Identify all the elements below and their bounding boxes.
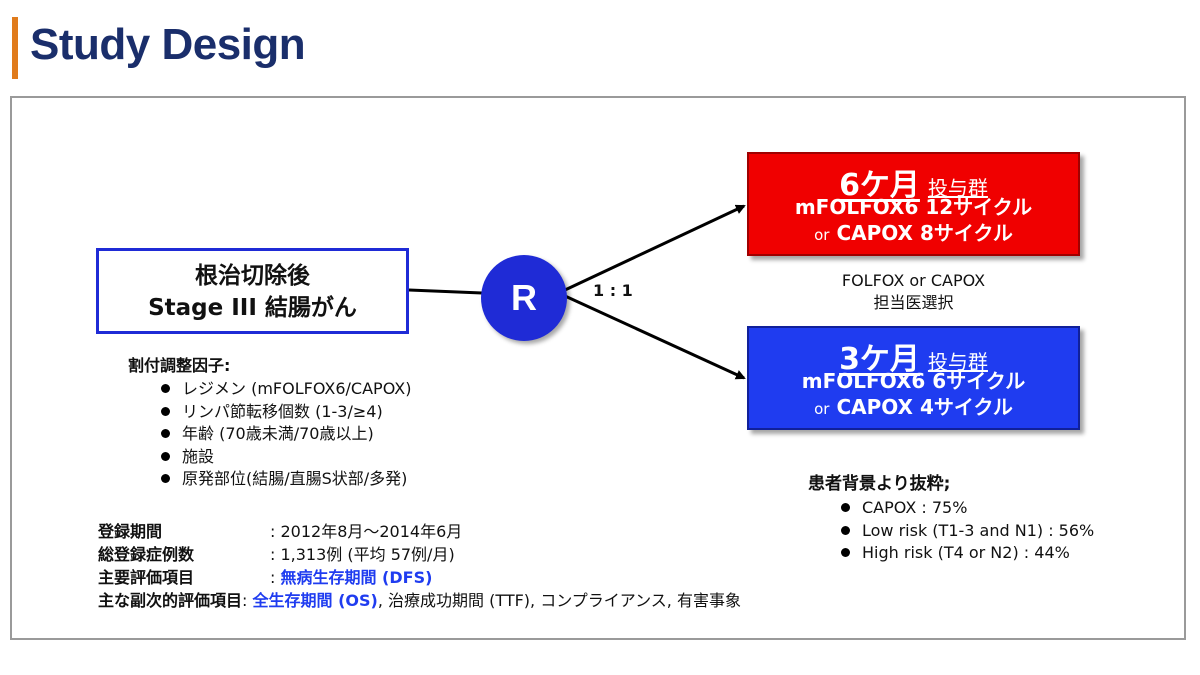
regimen-choice-line2: 担当医選択 bbox=[873, 293, 954, 312]
primary-endpoint-value: 無病生存期間 (DFS) bbox=[280, 568, 433, 587]
arm-3-month-folfox: mFOLFOX6 6サイクル bbox=[801, 369, 1026, 393]
bullet-icon bbox=[161, 451, 170, 461]
secondary-endpoint-row: 主な副次的評価項目: 全生存期間 (OS), 治療成功期間 (TTF), コンプ… bbox=[98, 591, 741, 610]
arm-6-month-folfox: mFOLFOX6 12サイクル bbox=[794, 195, 1033, 219]
regimen-choice-note: FOLFOX or CAPOX 担当医選択 bbox=[747, 270, 1080, 314]
total-enrollment-row: 総登録症例数 : 1,313例 (平均 57例/月) bbox=[98, 543, 741, 566]
primary-endpoint-row: 主要評価項目: 無病生存期間 (DFS) bbox=[98, 568, 433, 587]
allocation-ratio: 1 : 1 bbox=[593, 281, 633, 300]
study-info: 登録期間 : 2012年8月～2014年6月 総登録症例数 : 1,313例 (平均… bbox=[98, 520, 741, 612]
enrollment-period-label: 登録期間 bbox=[98, 522, 163, 541]
secondary-endpoint-label: 主な副次的評価項目 bbox=[98, 591, 243, 610]
arm-3-month-box: 3ケ月投与群 mFOLFOX6 6サイクル or CAPOX 4サイクル bbox=[747, 326, 1080, 430]
stratification-heading: 割付調整因子: bbox=[128, 356, 231, 375]
list-item: High risk (T4 or N2) : 44% bbox=[841, 542, 1094, 565]
patient-background: 患者背景より抜粋; CAPOX : 75% Low risk (T1-3 and… bbox=[808, 469, 1094, 565]
list-item: リンパ節転移個数 (1-3/≥4) bbox=[161, 401, 411, 424]
arm-6-month-group: 投与群 bbox=[927, 176, 988, 200]
arm-3-month-capox: CAPOX 4サイクル bbox=[836, 395, 1013, 419]
bullet-icon bbox=[161, 406, 170, 416]
stratification-factors: 割付調整因子: レジメン (mFOLFOX6/CAPOX) リンパ節転移個数 (… bbox=[128, 352, 411, 491]
list-item: Low risk (T1-3 and N1) : 56% bbox=[841, 520, 1094, 543]
arm-6-month-box: 6ケ月投与群 mFOLFOX6 12サイクル or CAPOX 8サイクル bbox=[747, 152, 1080, 256]
list-item: 年齢 (70歳未満/70歳以上) bbox=[161, 423, 411, 446]
arm-3-month-group: 投与群 bbox=[927, 350, 988, 374]
arrow-to-3-month-arm bbox=[564, 294, 746, 380]
title-accent-bar bbox=[12, 17, 18, 79]
secondary-endpoint-rest: , 治療成功期間 (TTF), コンプライアンス, 有害事象 bbox=[377, 591, 741, 610]
total-enrollment-label: 総登録症例数 bbox=[98, 545, 195, 564]
list-item: レジメン (mFOLFOX6/CAPOX) bbox=[161, 378, 411, 401]
arrow-to-6-month-arm bbox=[564, 204, 746, 292]
bullet-icon bbox=[161, 474, 170, 483]
population-line1: 根治切除後 bbox=[195, 263, 310, 289]
arm-6-month-capox: CAPOX 8サイクル bbox=[836, 221, 1013, 245]
enrollment-period-value: : 2012年8月～2014年6月 bbox=[270, 522, 463, 541]
population-box: 根治切除後 Stage III 結腸がん bbox=[96, 248, 409, 334]
bullet-icon bbox=[841, 548, 850, 557]
bullet-icon bbox=[841, 525, 850, 535]
arm-3-month-or: or bbox=[814, 400, 830, 418]
list-item: CAPOX : 75% bbox=[841, 497, 1094, 520]
randomization-circle: R bbox=[481, 255, 567, 341]
background-heading: 患者背景より抜粋; bbox=[808, 474, 951, 494]
bullet-icon bbox=[841, 503, 850, 512]
regimen-choice-line1: FOLFOX or CAPOX bbox=[841, 271, 986, 290]
population-line2: Stage III 結腸がん bbox=[148, 295, 357, 321]
bullet-icon bbox=[161, 384, 170, 393]
total-enrollment-value: : 1,313例 (平均 57例/月) bbox=[270, 545, 455, 564]
patient-to-r-line bbox=[408, 288, 483, 295]
arm-6-month-or: or bbox=[814, 226, 830, 244]
arm-3-month-duration: 3ケ月 bbox=[839, 342, 920, 377]
enrollment-period-row: 登録期間 : 2012年8月～2014年6月 bbox=[98, 520, 741, 543]
list-item: 施設 bbox=[161, 446, 411, 469]
page-title: Study Design bbox=[30, 20, 306, 69]
secondary-endpoint-highlight: 全生存期間 (OS) bbox=[252, 591, 378, 610]
arm-6-month-duration: 6ケ月 bbox=[839, 168, 920, 203]
primary-endpoint-label: 主要評価項目 bbox=[98, 568, 195, 587]
bullet-icon bbox=[161, 429, 170, 438]
list-item: 原発部位(結腸/直腸S状部/多発) bbox=[161, 468, 411, 491]
diagram-frame bbox=[10, 96, 1186, 640]
